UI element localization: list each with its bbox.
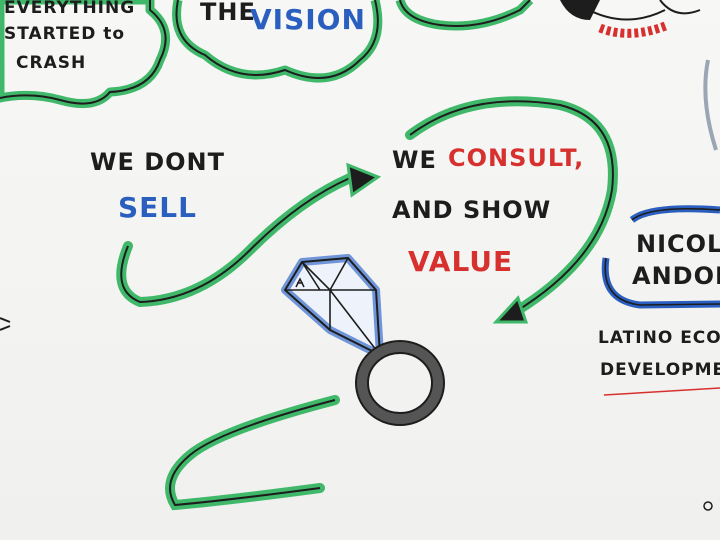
left-note-line1: WE DONT xyxy=(90,148,226,176)
center-note-we: WE xyxy=(392,146,437,174)
thought-cloud-icon-right xyxy=(395,0,534,31)
speaker-org-line1: LATINO ECONO xyxy=(598,328,720,348)
cloud-center-prefix: THE xyxy=(200,0,256,26)
left-note-sell: SELL xyxy=(118,191,197,224)
speaker-last-name: ANDONIE xyxy=(632,262,720,290)
center-note-value: VALUE xyxy=(408,245,514,278)
speaker-org-line2: DEVELOPMENT xyxy=(600,360,720,380)
green-squiggle-line xyxy=(165,395,340,511)
edge-mark xyxy=(0,317,11,331)
speaker-bracket xyxy=(601,59,720,396)
cloud-left-line3: CRASH xyxy=(16,53,87,73)
center-note-consult: CONSULT, xyxy=(448,144,585,172)
cloud-left-line2: STARTED to xyxy=(4,24,126,44)
copyright-mark xyxy=(703,501,713,511)
diamond-ring-icon xyxy=(281,254,445,426)
speaker-first-name: NICOLE xyxy=(636,230,720,258)
green-arrow-icon-sell-to-consult xyxy=(116,162,382,308)
thought-cloud-icon-center xyxy=(172,0,383,83)
thought-cloud-icon-left xyxy=(0,0,171,109)
green-arrow-icon-consult-to-value xyxy=(405,96,618,324)
center-note-line2: AND SHOW xyxy=(392,196,552,224)
cloud-left-line1: EVERYTHING xyxy=(4,0,136,18)
portrait-fragment xyxy=(560,0,701,38)
cloud-center-vision: VISION xyxy=(250,3,366,36)
